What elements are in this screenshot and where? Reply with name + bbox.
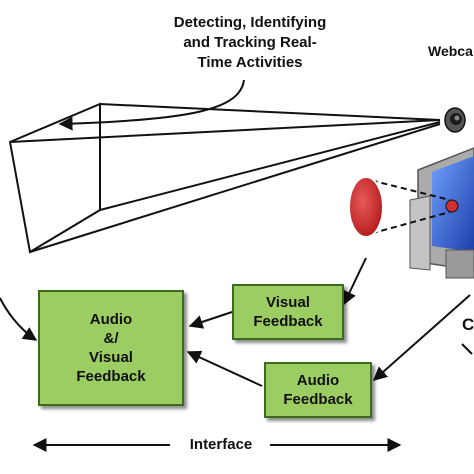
display-disc — [348, 176, 459, 238]
arrow-visual-to-main — [188, 311, 233, 329]
main-box-line-4: Feedback — [76, 368, 146, 385]
arrow-audio-to-main — [186, 350, 263, 387]
visual-box-line-2: Feedback — [253, 313, 323, 330]
main-box-line-3: Visual — [89, 349, 133, 366]
arrow-computer-to-audio — [372, 294, 471, 381]
main-box-line-2: &/ — [103, 330, 119, 347]
main-box-line-1: Audio — [89, 311, 133, 328]
field-of-view-frustum — [8, 102, 441, 254]
interface-label: Interface — [189, 436, 253, 453]
visual-box-line-1: Visual — [266, 294, 310, 311]
arrow-user-to-main — [0, 297, 38, 341]
caption-line-3: Time Activities — [197, 54, 303, 71]
visual-feedback-box: Visual Feedback — [232, 284, 344, 340]
caption-pointer-arrow — [58, 79, 245, 131]
audio-box-line-1: Audio — [296, 372, 340, 389]
webcam-label: Webca — [428, 43, 473, 59]
caption-line-1: Detecting, Identifying — [173, 14, 327, 31]
arrow-computer-to-visual — [343, 257, 367, 306]
audio-feedback-box: Audio Feedback — [264, 362, 372, 418]
computer-label: C — [462, 315, 474, 334]
caption-line-2: and Tracking Real- — [183, 34, 317, 51]
audio-box-line-2: Feedback — [283, 391, 353, 408]
arrow-right-edge — [461, 343, 473, 355]
audio-visual-feedback-box: Audio &/ Visual Feedback — [38, 290, 184, 406]
webcam-icon — [444, 107, 466, 133]
computer-icon — [409, 147, 474, 279]
